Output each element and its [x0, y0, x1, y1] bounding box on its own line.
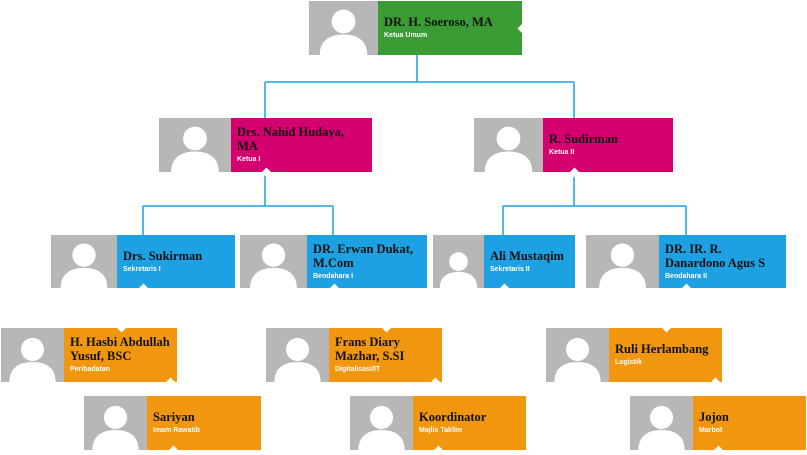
card-ketua-umum[interactable]: DR. H. Soeroso, MA Ketua Umum: [309, 1, 528, 55]
person-silhouette-icon: [554, 337, 601, 382]
member-name: Drs. Sukirman: [123, 248, 203, 263]
person-silhouette-icon: [319, 9, 368, 55]
card-bendahara-2[interactable]: DR. IR. R. Danardono Agus S Bendahara II: [586, 235, 786, 294]
member-role: Sekretaris II: [490, 265, 530, 273]
card-sekretaris-2[interactable]: Ali Mustaqim Sekretaris II: [433, 235, 575, 294]
member-name: DR. Erwan Dukat, M.Com: [313, 241, 414, 270]
person-silhouette-icon: [358, 405, 405, 450]
person-silhouette-icon: [439, 252, 478, 288]
card-info: Drs. Nahid Hudaya, MA Ketua I: [231, 118, 372, 172]
avatar: [546, 328, 609, 382]
card-imam-rawatib[interactable]: Sariyan Imam Rawatib: [84, 396, 261, 455]
card-info: Frans Diary Mazhar, S.SI Digitalisasi/IT: [329, 322, 442, 382]
card-info: Koordinator Majlis Taklim: [413, 396, 526, 450]
member-name: Jojon: [699, 410, 729, 424]
member-role: Majlis Taklim: [419, 427, 463, 434]
member-name: Drs. Nahid Hudaya, MA: [237, 125, 344, 153]
member-name: Ruli Herlambang: [615, 342, 709, 356]
card-sekretaris-1[interactable]: Drs. Sukirman Sekretaris I: [51, 235, 235, 294]
person-silhouette-icon: [484, 126, 533, 172]
member-name: Sariyan: [153, 410, 195, 424]
card-info: Jojon Marbot: [693, 396, 806, 450]
member-role: Ketua I: [237, 156, 261, 163]
member-name: H. Hasbi Abdullah Yusuf, BSC: [70, 335, 170, 363]
avatar: [586, 235, 659, 288]
avatar: [159, 118, 231, 172]
card-ketua-2[interactable]: R. Sudirman Ketua II: [474, 118, 673, 178]
person-silhouette-icon: [9, 337, 56, 382]
card-bendahara-1[interactable]: DR. Erwan Dukat, M.Com Bendahara I: [240, 235, 427, 294]
avatar: [84, 396, 147, 450]
member-role: Digitalisasi/IT: [335, 366, 381, 373]
member-role: Logistik: [615, 359, 642, 366]
card-info: Ruli Herlambang Logistik: [609, 322, 722, 382]
member-role: Bendahara I: [313, 272, 354, 280]
card-digitalisasi[interactable]: Frans Diary Mazhar, S.SI Digitalisasi/IT: [266, 322, 442, 388]
person-silhouette-icon: [599, 243, 646, 288]
member-name: Koordinator: [419, 410, 487, 424]
card-info: DR. Erwan Dukat, M.Com Bendahara I: [307, 235, 427, 288]
card-marbot[interactable]: Jojon Marbot: [630, 396, 806, 455]
card-info: DR. IR. R. Danardono Agus S Bendahara II: [659, 235, 786, 288]
member-name: Frans Diary Mazhar, S.SI: [335, 335, 405, 363]
member-role: Imam Rawatib: [153, 427, 201, 434]
card-info: Ali Mustaqim Sekretaris II: [484, 235, 575, 288]
connector-ketua-2-to-children: [502, 172, 687, 235]
member-name: DR. IR. R. Danardono Agus S: [665, 241, 766, 270]
connector-ketua-umum-to-ketua: [264, 55, 575, 118]
card-info: Sariyan Imam Rawatib: [147, 396, 261, 450]
avatar: [240, 235, 307, 288]
card-info: DR. H. Soeroso, MA Ketua Umum: [378, 1, 528, 55]
avatar: [51, 235, 117, 288]
person-silhouette-icon: [274, 337, 321, 382]
card-info: Drs. Sukirman Sekretaris I: [117, 235, 235, 288]
member-role: Ketua Umum: [384, 32, 428, 39]
person-silhouette-icon: [60, 243, 108, 288]
member-role: Peribadatan: [70, 366, 111, 373]
connector-ketua-1-to-children: [142, 172, 334, 235]
member-role: Marbot: [699, 427, 723, 434]
avatar: [350, 396, 413, 450]
card-info: H. Hasbi Abdullah Yusuf, BSC Peribadatan: [64, 322, 177, 382]
avatar: [1, 328, 64, 382]
card-logistik[interactable]: Ruli Herlambang Logistik: [546, 322, 722, 388]
person-silhouette-icon: [171, 126, 219, 172]
avatar: [266, 328, 329, 382]
avatar: [433, 235, 484, 288]
person-silhouette-icon: [92, 405, 139, 450]
avatar: [630, 396, 693, 450]
card-ketua-1[interactable]: Drs. Nahid Hudaya, MA Ketua I: [159, 118, 372, 178]
member-name: R. Sudirman: [549, 132, 618, 146]
person-silhouette-icon: [638, 405, 685, 450]
member-name: DR. H. Soeroso, MA: [384, 15, 493, 29]
member-role: Sekretaris I: [123, 265, 161, 273]
member-role: Ketua II: [549, 149, 575, 156]
member-name: Ali Mustaqim: [490, 248, 564, 263]
member-role: Bendahara II: [665, 272, 708, 280]
card-info: R. Sudirman Ketua II: [543, 118, 673, 172]
avatar: [309, 1, 378, 55]
card-peribadatan[interactable]: H. Hasbi Abdullah Yusuf, BSC Peribadatan: [1, 322, 177, 388]
avatar: [474, 118, 543, 172]
card-majlis-taklim[interactable]: Koordinator Majlis Taklim: [350, 396, 526, 455]
person-silhouette-icon: [250, 243, 297, 288]
